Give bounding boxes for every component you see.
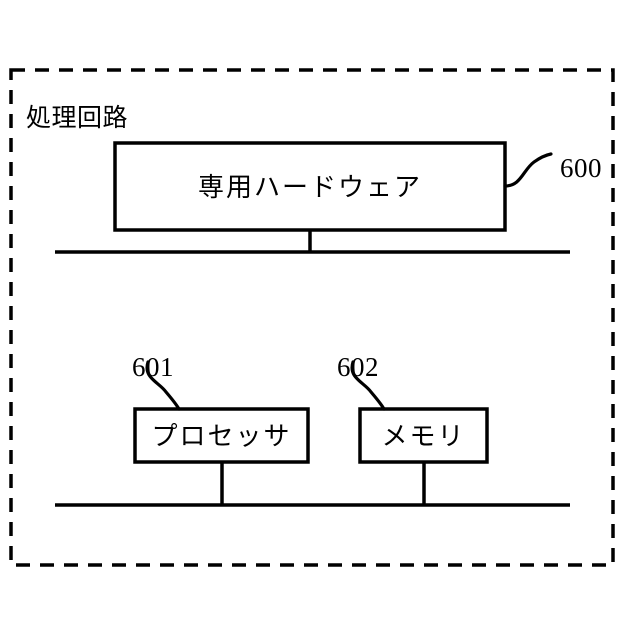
leader-line-601 [145,360,181,411]
dedicated-hardware-label: 専用ハードウェア [197,171,423,202]
memory-block [358,407,489,464]
leader-line-602 [350,360,386,411]
dedicated-hardware-block [113,141,507,232]
reference-number-602: 602 [337,352,379,382]
processing-circuit-title: 処理回路 [26,104,129,132]
memory-label: メモリ [381,420,466,451]
reference-number-600: 600 [560,153,602,183]
reference-number-601: 601 [132,352,174,382]
processor-label: プロセッサ [151,420,292,451]
leader-line-600 [503,152,553,188]
processor-block [133,407,310,464]
processing-circuit-boundary [9,68,615,567]
